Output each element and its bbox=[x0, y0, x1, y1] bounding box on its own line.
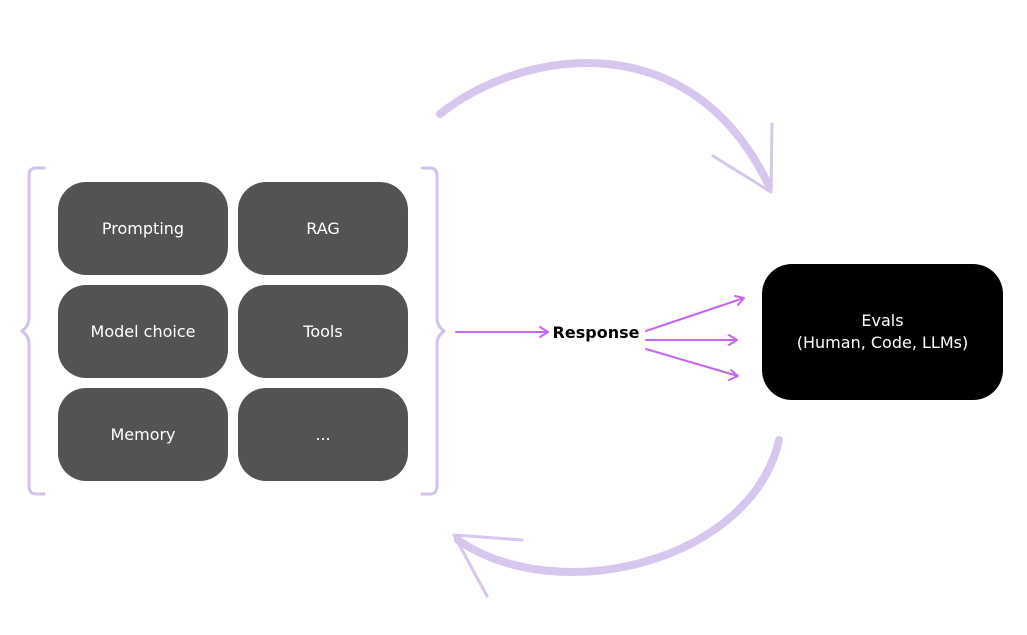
evals-box: Evals (Human, Code, LLMs) bbox=[762, 264, 1003, 400]
component-more-label: ... bbox=[315, 425, 331, 444]
loop-arrow-top bbox=[436, 59, 773, 190]
response-label: Response bbox=[548, 320, 644, 344]
component-rag: RAG bbox=[238, 182, 408, 275]
component-more: ... bbox=[238, 388, 408, 481]
component-prompting: Prompting bbox=[58, 182, 228, 275]
right-brace bbox=[420, 166, 446, 496]
component-memory: Memory bbox=[58, 388, 228, 481]
loop-arrow-bottom bbox=[454, 436, 783, 576]
loop-arrowhead-top bbox=[711, 122, 774, 194]
component-memory-label: Memory bbox=[110, 425, 176, 444]
component-tools: Tools bbox=[238, 285, 408, 378]
component-model-choice-label: Model choice bbox=[90, 322, 196, 341]
arrow-response-evals-down bbox=[645, 348, 739, 381]
left-brace bbox=[20, 166, 46, 496]
arrow-to-response bbox=[455, 326, 549, 338]
component-rag-label: RAG bbox=[306, 219, 340, 238]
evals-subtitle: (Human, Code, LLMs) bbox=[796, 333, 969, 352]
arrow-response-evals-mid bbox=[645, 334, 738, 346]
component-tools-label: Tools bbox=[303, 322, 343, 341]
component-prompting-label: Prompting bbox=[101, 219, 185, 238]
arrow-response-evals-up bbox=[645, 295, 745, 332]
evals-title: Evals bbox=[861, 311, 904, 330]
component-model-choice: Model choice bbox=[58, 285, 228, 378]
loop-arrowhead-bottom bbox=[452, 533, 524, 598]
response-text: Response bbox=[552, 322, 640, 342]
